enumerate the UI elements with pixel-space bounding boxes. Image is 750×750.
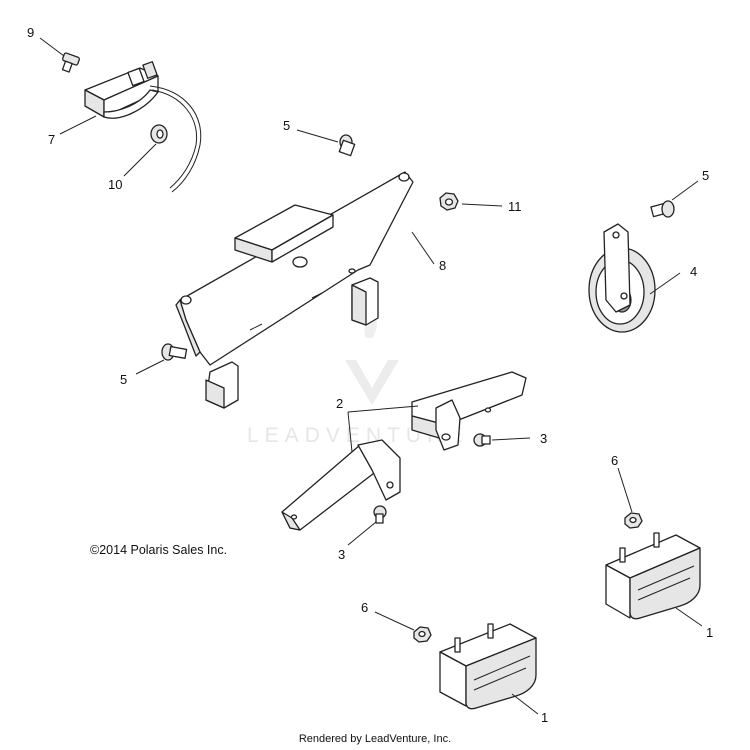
watermark-text: LEADVENTURE: [247, 424, 468, 447]
rendered-by-credit: Rendered by LeadVenture, Inc.: [298, 733, 452, 745]
part-5-bolt-right: [650, 200, 675, 218]
callout-9: 9: [27, 25, 34, 40]
part-5-bolt-top: [338, 134, 356, 157]
callout-5-top: 5: [283, 118, 290, 133]
callout-3-lower: 3: [338, 547, 345, 562]
callout-4: 4: [690, 264, 697, 279]
part-2-mount-lower: [281, 439, 401, 531]
copyright-notice: ©2014 Polaris Sales Inc.: [90, 543, 228, 557]
callout-2: 2: [336, 396, 343, 411]
callout-1-left: 1: [541, 710, 548, 725]
part-3-screw-upper: [473, 433, 491, 447]
part-8-plate-bracket: [175, 171, 414, 409]
callout-3-upper: 3: [540, 431, 547, 446]
part-1-light-left: [439, 623, 537, 710]
callout-numbers: 9 7 10 5 11 8 5 4 5 2 3 3 6 6 1 1: [27, 25, 713, 725]
part-6-nut-left: [413, 626, 432, 643]
callout-5-right: 5: [702, 168, 709, 183]
part-9-bolt: [61, 52, 80, 73]
callout-7: 7: [48, 132, 55, 147]
part-2-mount-upper: [411, 371, 527, 451]
part-3-screw-lower: [373, 505, 387, 524]
part-10-grommet: [150, 124, 168, 144]
leader-lines: [39, 37, 703, 715]
callout-8: 8: [439, 258, 446, 273]
callout-1-right: 1: [706, 625, 713, 640]
callout-6-left: 6: [361, 600, 368, 615]
callout-6-right: 6: [611, 453, 618, 468]
part-11-nut: [439, 192, 459, 211]
part-6-nut-right: [624, 512, 643, 529]
part-7-light-housing: [84, 61, 159, 119]
part-5-bolt-left: [161, 343, 188, 361]
callout-11: 11: [508, 199, 522, 214]
callout-5-left: 5: [120, 372, 127, 387]
part-4-horn: [588, 223, 656, 333]
callout-10: 10: [108, 177, 122, 192]
light-wire: [149, 85, 202, 193]
part-1-light-right: [605, 532, 701, 620]
